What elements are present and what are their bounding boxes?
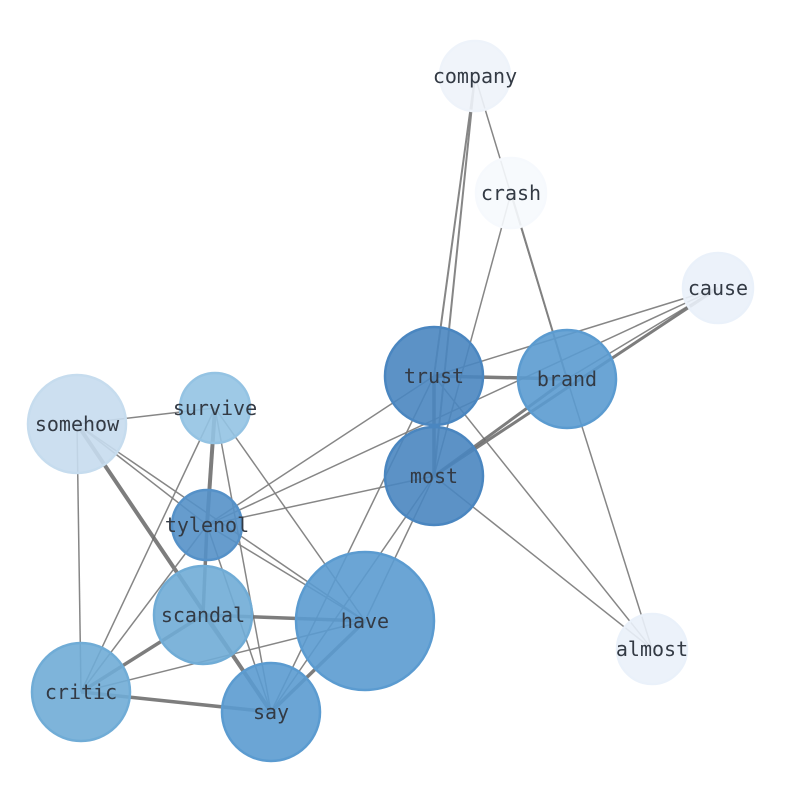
node-label: company: [433, 64, 517, 88]
node-circle: [178, 371, 252, 445]
node-circle: [170, 488, 244, 562]
node-have[interactable]: have: [294, 550, 436, 692]
node-circle: [681, 251, 755, 325]
node-circle: [152, 564, 254, 666]
node-label: survive: [173, 396, 257, 420]
node-crash[interactable]: crash: [474, 156, 548, 230]
node-company[interactable]: company: [433, 39, 517, 113]
node-circle: [615, 612, 689, 686]
node-tylenol[interactable]: tylenol: [165, 488, 249, 562]
node-trust[interactable]: trust: [383, 325, 485, 427]
node-circle: [516, 328, 618, 430]
node-label: brand: [537, 367, 597, 391]
node-label: almost: [616, 637, 688, 661]
node-circle: [383, 425, 485, 527]
edge-trust-almost: [433, 375, 653, 650]
node-label: most: [410, 464, 458, 488]
node-label: somehow: [35, 412, 120, 436]
node-label: crash: [481, 181, 541, 205]
node-say[interactable]: say: [220, 661, 322, 763]
node-circle: [383, 325, 485, 427]
node-label: say: [253, 700, 289, 724]
node-somehow[interactable]: somehow: [26, 373, 128, 475]
node-critic[interactable]: critic: [30, 641, 132, 743]
node-circle: [474, 156, 548, 230]
nodes-layer: company crash cause trust brand survive someho…: [26, 39, 755, 763]
node-cause[interactable]: cause: [681, 251, 755, 325]
edge-trust-say: [270, 375, 435, 713]
node-scandal[interactable]: scandal: [152, 564, 254, 666]
node-label: critic: [45, 680, 117, 704]
edge-survive-critic: [80, 407, 216, 693]
node-circle: [26, 373, 128, 475]
node-label: have: [341, 609, 389, 633]
node-most[interactable]: most: [383, 425, 485, 527]
node-label: scandal: [161, 603, 245, 627]
node-circle: [30, 641, 132, 743]
node-almost[interactable]: almost: [615, 612, 689, 686]
node-circle: [294, 550, 436, 692]
edge-survive-say: [214, 407, 272, 713]
edge-company-trust: [433, 75, 476, 377]
node-survive[interactable]: survive: [173, 371, 257, 445]
node-circle: [220, 661, 322, 763]
node-label: cause: [688, 276, 748, 300]
node-circle: [438, 39, 512, 113]
node-label: tylenol: [165, 513, 249, 537]
node-label: trust: [404, 364, 464, 388]
node-brand[interactable]: brand: [516, 328, 618, 430]
